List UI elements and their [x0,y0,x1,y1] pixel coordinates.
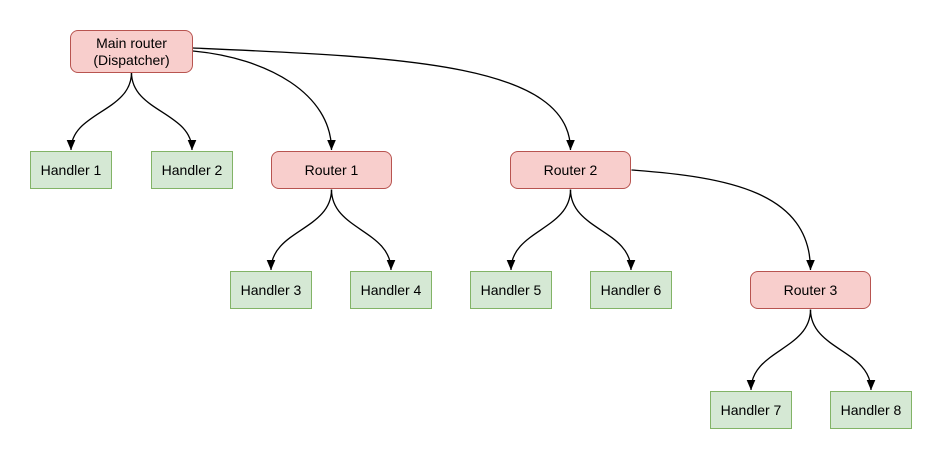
node-router-2: Router 2 [510,151,631,189]
edge-router-3-to-handler-8 [809,309,876,391]
node-label: Handler 8 [840,401,902,418]
node-label: Handler 6 [600,281,662,298]
edge-router-2-to-handler-6 [569,189,636,271]
edge-router-3-to-handler-7 [746,309,812,391]
node-handler-7: Handler 7 [710,391,792,429]
node-label: Handler 3 [240,281,302,298]
node-label: Router 1 [304,161,359,178]
edge-main-to-handler-2 [130,72,197,151]
node-label: Handler 1 [40,161,102,178]
node-label: Router 3 [783,281,838,298]
edge-main-to-router-2 [192,47,575,151]
node-handler-5: Handler 5 [470,271,552,309]
node-label: Main router (Dispatcher) [93,34,170,68]
node-handler-1: Handler 1 [30,151,112,189]
node-main-router: Main router (Dispatcher) [70,30,193,73]
node-label: Handler 5 [480,281,542,298]
edge-router-2-to-router-3 [631,169,815,271]
node-label: Handler 4 [360,281,422,298]
node-label: Handler 2 [161,161,223,178]
node-handler-6: Handler 6 [590,271,672,309]
node-label: Router 2 [543,161,598,178]
edge-main-to-router-1 [192,50,336,151]
edge-router-2-to-handler-5 [506,189,572,271]
node-label: Handler 7 [720,401,782,418]
node-router-1: Router 1 [271,151,392,189]
edge-main-to-handler-1 [66,72,133,151]
edge-router-1-to-handler-3 [266,189,333,271]
node-router-3: Router 3 [750,271,871,309]
node-handler-2: Handler 2 [151,151,233,189]
node-handler-8: Handler 8 [830,391,912,429]
edge-router-1-to-handler-4 [330,189,396,271]
node-handler-3: Handler 3 [230,271,312,309]
node-handler-4: Handler 4 [350,271,432,309]
